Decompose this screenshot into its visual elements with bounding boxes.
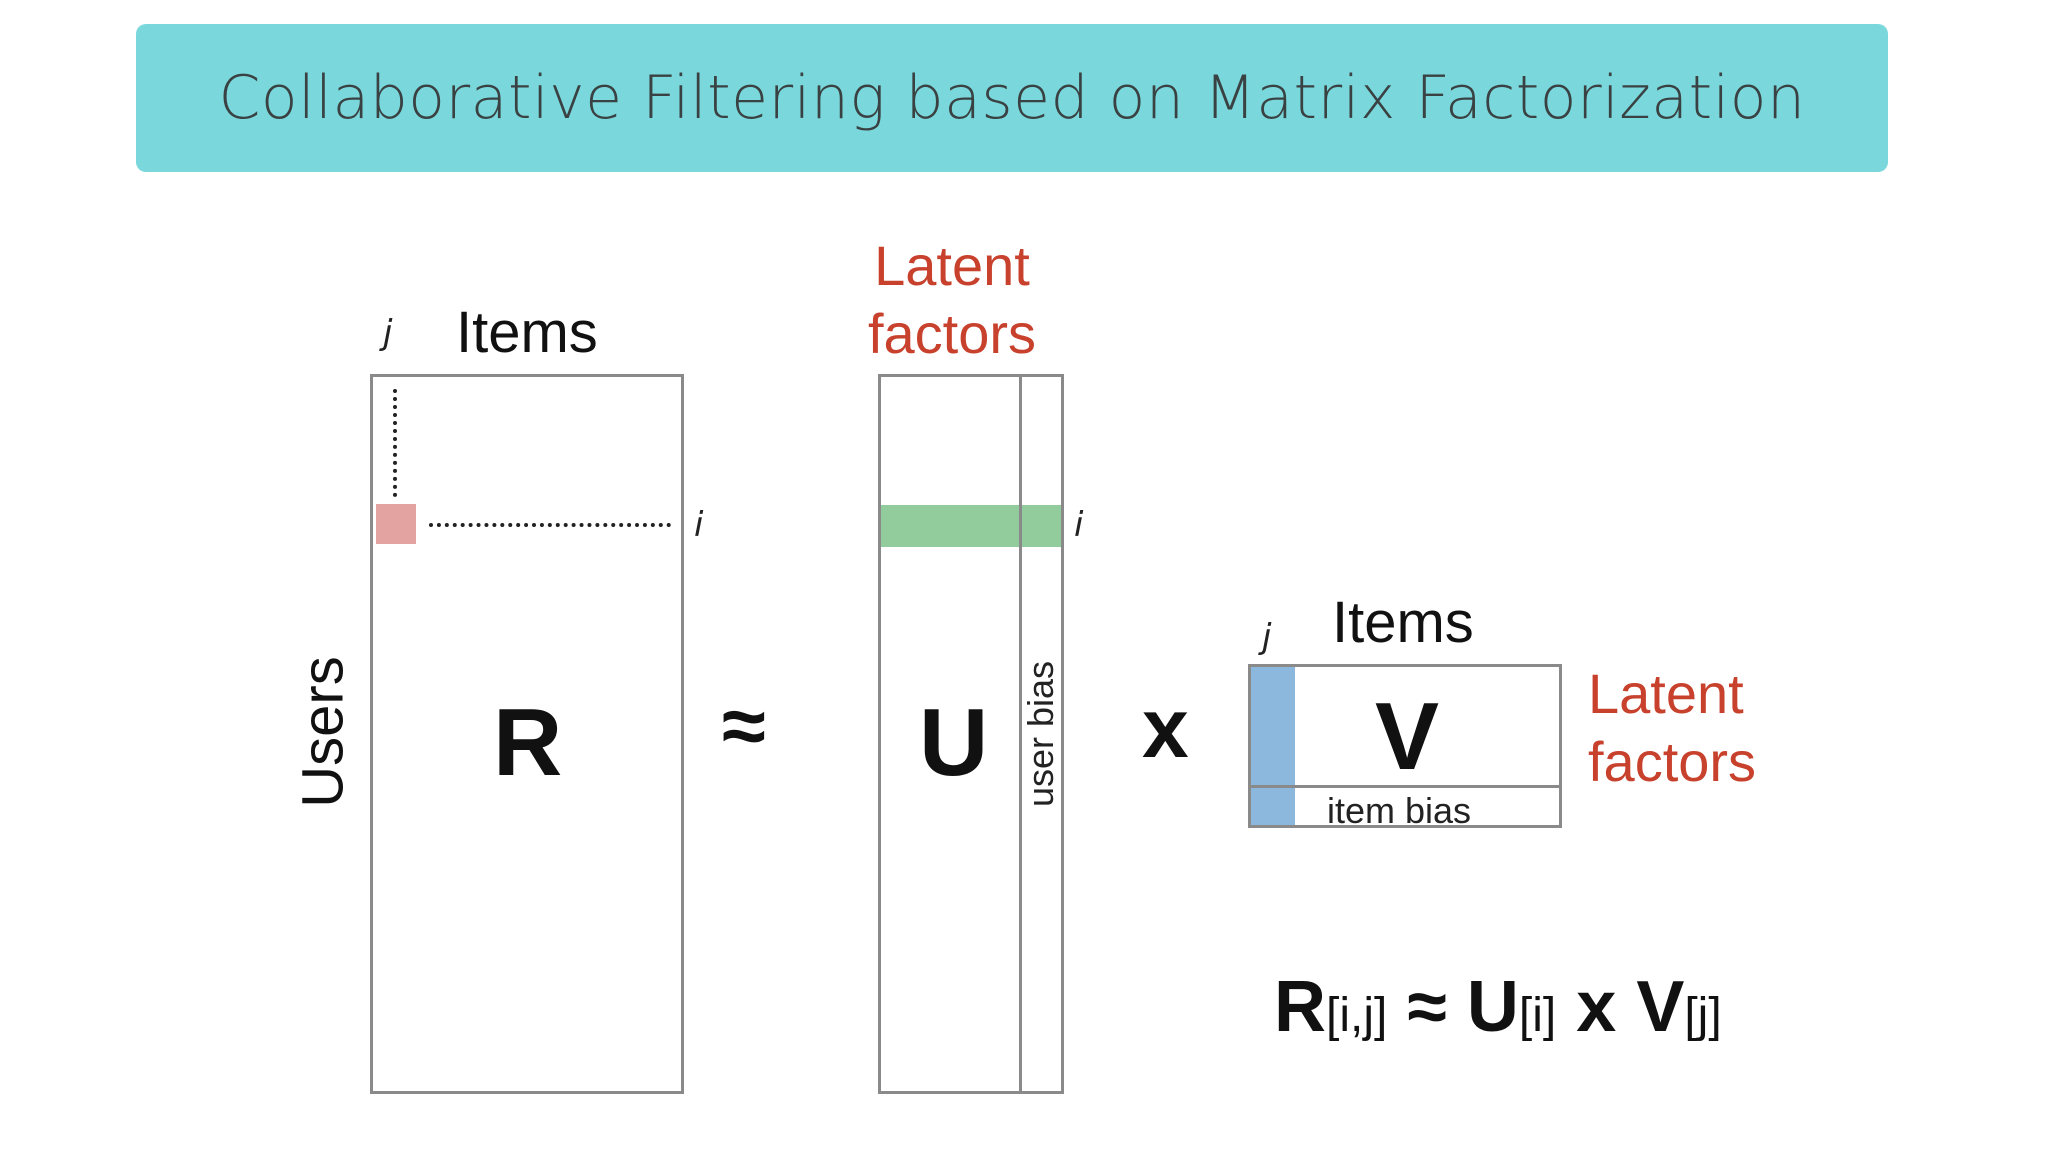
- times-symbol: x: [1142, 681, 1189, 775]
- formula-v-subscript: [j]: [1684, 989, 1722, 1042]
- matrix-u: U: [878, 374, 1064, 1094]
- factorization-formula: R[i,j] ≈ U[i] x V[j]: [1274, 966, 1722, 1048]
- v-items-label: Items: [1332, 590, 1474, 655]
- r-column-dotted-line: [393, 389, 397, 497]
- formula-v: V: [1636, 967, 1685, 1047]
- r-cell-highlight: [376, 504, 416, 544]
- u-matrix-letter: U: [919, 689, 989, 796]
- users-label: Users: [290, 656, 356, 808]
- title-banner: Collaborative Filtering based on Matrix …: [136, 24, 1888, 172]
- slide-title: Collaborative Filtering based on Matrix …: [218, 63, 1806, 133]
- r-column-index-j: j: [383, 313, 393, 353]
- r-matrix-letter: R: [493, 689, 563, 796]
- approx-symbol: ≈: [722, 681, 766, 770]
- u-latent-factors-label: Latent factors: [867, 234, 1037, 366]
- v-column-index-j: j: [1262, 617, 1272, 657]
- formula-r-subscript: [i,j]: [1326, 989, 1388, 1042]
- v-column-highlight: [1251, 667, 1295, 825]
- formula-u-subscript: [i]: [1518, 989, 1557, 1042]
- formula-u: U: [1466, 967, 1519, 1047]
- item-bias-label: item bias: [1327, 790, 1472, 831]
- user-bias-divider: [1019, 377, 1022, 1091]
- r-items-label: Items: [456, 300, 598, 365]
- u-row-index-i: i: [1074, 505, 1084, 545]
- matrix-r: R: [370, 374, 684, 1094]
- r-row-index-i: i: [694, 505, 704, 545]
- u-row-highlight: [881, 505, 1061, 547]
- r-row-dotted-line: [429, 523, 671, 527]
- formula-r: R: [1274, 967, 1326, 1047]
- formula-times: x: [1576, 967, 1617, 1047]
- user-bias-label: user bias: [1020, 660, 1062, 808]
- matrix-v: V item bias: [1248, 664, 1562, 831]
- item-bias-divider: [1251, 785, 1559, 788]
- v-latent-factors-label: Latent factors: [1588, 662, 1757, 794]
- v-matrix-letter: V: [1375, 683, 1440, 790]
- formula-approx: ≈: [1407, 967, 1447, 1047]
